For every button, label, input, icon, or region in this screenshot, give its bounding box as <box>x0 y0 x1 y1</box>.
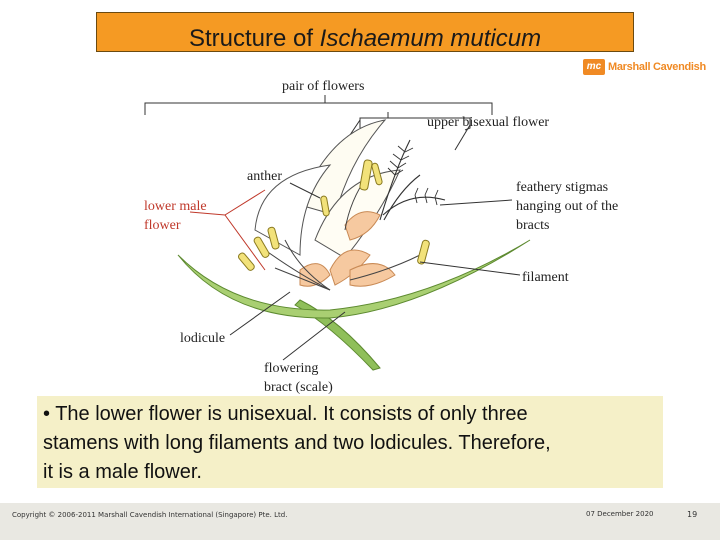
petal-1 <box>329 249 371 286</box>
copyright-text: Copyright © 2006-2011 Marshall Cavendish… <box>12 511 288 519</box>
label-feathery-line3: bracts <box>516 218 550 233</box>
label-lower-male-line2: flower <box>144 218 181 233</box>
slide-title: Structure of Ischaemum muticum <box>96 12 634 52</box>
label-anther: anther <box>247 169 282 184</box>
footer-date: 07 December 2020 <box>586 510 654 518</box>
label-lower-male-line1: lower male <box>144 199 207 214</box>
logo-mark-icon: mc <box>583 59 605 75</box>
label-feathery-line2: hanging out of the <box>516 199 619 214</box>
label-flowering-bract-line2: bract (scale) <box>264 380 333 395</box>
petal-4 <box>344 211 381 241</box>
petal-2 <box>349 263 396 287</box>
filaments <box>264 174 421 291</box>
lower-bract <box>177 239 531 319</box>
bullet-line-2: stamens with long filaments and two lodi… <box>43 432 551 454</box>
upper-bract <box>299 119 387 216</box>
petal-3 <box>299 263 331 287</box>
title-prefix: Structure of <box>188 25 320 52</box>
label-filament: filament <box>522 270 569 285</box>
anthers <box>238 159 430 271</box>
label-flowering-bract: flowering bract (scale) <box>264 359 333 397</box>
label-feathery-stigmas: feathery stigmas hanging out of the brac… <box>516 178 618 235</box>
leader-lines <box>229 182 521 361</box>
page-number: 19 <box>687 510 698 519</box>
title-species: Ischaemum muticum <box>319 25 542 52</box>
bullet-line-1: • The lower flower is unisexual. It cons… <box>43 403 528 425</box>
label-lodicule: lodicule <box>180 331 226 346</box>
publisher-logo: mc Marshall Cavendish <box>583 58 706 76</box>
explanation-box: • The lower flower is unisexual. It cons… <box>37 396 663 488</box>
label-feathery-line1: feathery stigmas <box>516 180 609 195</box>
label-pair-of-flowers: pair of flowers <box>282 79 365 94</box>
slide-footer: Copyright © 2006-2011 Marshall Cavendish… <box>0 503 720 540</box>
logo-text: Marshall Cavendish <box>608 61 706 73</box>
feathery-stigmas <box>379 139 446 221</box>
label-lower-male-flower: lower male flower <box>144 197 207 235</box>
label-upper-bisexual-flower: upper bisexual flower <box>427 115 550 130</box>
bullet-line-3: it is a male flower. <box>43 461 202 483</box>
pair-bracket <box>144 95 493 115</box>
label-flowering-bract-line1: flowering <box>264 361 319 376</box>
lower-male-bracket <box>189 189 266 271</box>
